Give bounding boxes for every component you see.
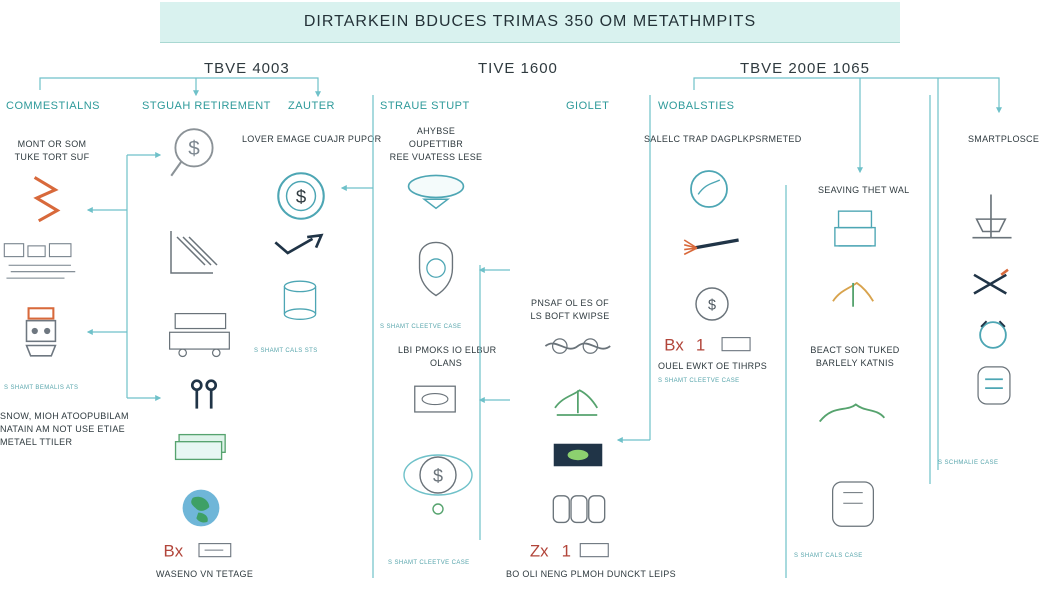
svg-text:Zx: Zx xyxy=(530,542,549,561)
globe-icon xyxy=(182,489,220,527)
subcolumn-3: ZAUTER xyxy=(288,100,335,112)
trend-arrow-icon xyxy=(274,233,324,255)
svg-text:1: 1 xyxy=(696,336,705,355)
oval-ledger-icon xyxy=(407,174,465,210)
right-saving-label: SEAVING THET WAL xyxy=(818,185,910,195)
subcolumn-1: COMMESTIALNS xyxy=(6,100,101,112)
green-box-icon xyxy=(553,443,603,467)
far-right-top-label: SMARTPLOSCE xyxy=(968,134,1040,144)
left-small-note: S SHAMT BEMALIS ATS xyxy=(4,385,79,391)
right-small-note-1: S SHAMT CLEETVE CASE xyxy=(658,378,740,384)
dragon-icon xyxy=(818,403,886,423)
svg-text:Bx: Bx xyxy=(164,542,184,561)
middle-note-block: AHYBSE OUPETTIBR REE VUATESS LESE xyxy=(386,125,486,164)
pot-icon xyxy=(414,385,456,413)
svg-text:$: $ xyxy=(433,466,443,486)
rope-icon xyxy=(544,338,611,354)
middle-mid-line-1: LBI PMOKS IO ELBUR xyxy=(398,345,497,355)
bx-tag-icon-2: Zx 1 xyxy=(530,542,609,561)
compass-icon xyxy=(690,170,728,208)
left-bottom-label: SNOW, MIOH ATOOPUBILAM NATAIN AM NOT USE… xyxy=(0,410,129,449)
middle-small-note-3: S SHAMT CLEETVE CASE xyxy=(388,560,470,566)
middle-mid-line-2: OLANS xyxy=(429,358,462,368)
palm-tree-icon-2 xyxy=(832,281,874,307)
shield-icon xyxy=(418,241,454,297)
double-key-icon xyxy=(190,379,218,409)
dollar-magnifier-icon: $ xyxy=(170,128,214,177)
page-title: DIRTARKEIN BDUCES TRIMAS 350 OM METATHMP… xyxy=(303,13,757,30)
title-banner: DIRTARKEIN BDUCES TRIMAS 350 OM METATHMP… xyxy=(160,2,900,43)
bx-tag-icon: Bx xyxy=(164,542,232,561)
left-top-line-1: MONT OR SOM xyxy=(17,139,87,149)
header-right: TBVE 200E 1065 xyxy=(740,60,870,77)
middle-mid-label: LBI PMOKS IO ELBUR OLANS xyxy=(398,344,497,370)
left-top-line-2: TUKE TORT SUF xyxy=(14,152,90,162)
svg-text:Bx: Bx xyxy=(664,336,684,355)
balance-icon xyxy=(972,194,1012,239)
robot-icon xyxy=(25,307,57,357)
right-top-label: SALELC TRAP DAGPLKPSRMETED xyxy=(644,134,802,144)
left-top-label: MONT OR SOM TUKE TORT SUF xyxy=(10,138,94,164)
left-bottom-line-1: SNOW, MIOH ATOOPUBILAM xyxy=(0,411,129,421)
dollar-coin-icon: $ xyxy=(277,172,325,220)
subcolumn-4: STRAUE STUPT xyxy=(380,100,470,112)
middle-note-line-3: REE VUATESS LESE xyxy=(389,152,483,162)
center-note-line-1: PNSAF OL ES OF xyxy=(531,298,609,308)
machine-icon xyxy=(168,312,230,358)
center-note-line-2: LS BOFT KWIPSE xyxy=(530,311,610,321)
top-link-right xyxy=(693,77,1002,114)
bills-icon xyxy=(174,433,226,461)
network-icon xyxy=(3,243,76,279)
far-right-small-note: S SCHMALIE CASE xyxy=(938,460,999,466)
right-beact-line-1: BEACT SON TUKED xyxy=(810,345,900,355)
tower-icon xyxy=(834,210,876,247)
right-mid-label: OUEL EWKT OE TIHRPS xyxy=(658,361,768,371)
svg-text:$: $ xyxy=(708,298,716,314)
center-note-block: PNSAF OL ES OF LS BOFT KWIPSE xyxy=(528,297,612,323)
cylinder-icon xyxy=(283,280,317,320)
left-bottom-line-2: NATAIN AM NOT USE ETIAE xyxy=(0,424,125,434)
stack-icon xyxy=(552,495,606,524)
svg-text:$: $ xyxy=(296,186,307,207)
left-bottom-caption: WASENO VN TETAGE xyxy=(156,569,254,579)
palm-tree-icon xyxy=(554,389,598,416)
broom-icon xyxy=(683,238,739,256)
svg-text:$: $ xyxy=(188,137,200,160)
ring-icon xyxy=(979,320,1007,349)
left-bottom-line-3: METAEL TTILER xyxy=(0,437,73,447)
middle-top-label: LOVER EMAGE CUAJR PUPOR xyxy=(242,134,382,144)
middle-small-note-2: S SHAMT CLEETVE CASE xyxy=(380,324,462,330)
top-link-left xyxy=(39,77,321,98)
header-middle: TIVE 1600 xyxy=(478,60,558,77)
right-small-note-2: S SHAMT CALS CASE xyxy=(794,553,863,559)
middle-small-note-1: S SHAMT CALS STS xyxy=(254,348,318,354)
svg-text:1: 1 xyxy=(562,542,571,561)
cauldron-icon xyxy=(977,366,1011,405)
subcolumn-5: GIOLET xyxy=(566,100,610,112)
circuit-icon xyxy=(170,231,218,274)
crossed-tools-icon xyxy=(973,268,1009,295)
right-beact-label: BEACT SON TUKED BARLELY KATNIS xyxy=(804,344,906,370)
right-beact-line-2: BARLELY KATNIS xyxy=(815,358,895,368)
capsule-icon xyxy=(832,481,874,527)
header-left: TBVE 4003 xyxy=(204,60,290,77)
subcolumn-6: WOBALSTIES xyxy=(658,100,735,112)
dollar-circle-icon: $ xyxy=(695,287,729,321)
subcolumn-2: STGUAH RETIREMENT xyxy=(142,100,271,112)
middle-note-line-1: AHYBSE xyxy=(416,126,456,136)
middle-note-line-2: OUPETTIBR xyxy=(408,139,464,149)
bx-tag-icon-3: Bx 1 xyxy=(664,336,751,355)
dollar-globe-icon: $ xyxy=(403,454,473,515)
center-bottom-label: BO OLI NENG PLMOH DUNCKT LEIPS xyxy=(506,569,676,579)
wavy-chart-icon xyxy=(33,176,61,223)
